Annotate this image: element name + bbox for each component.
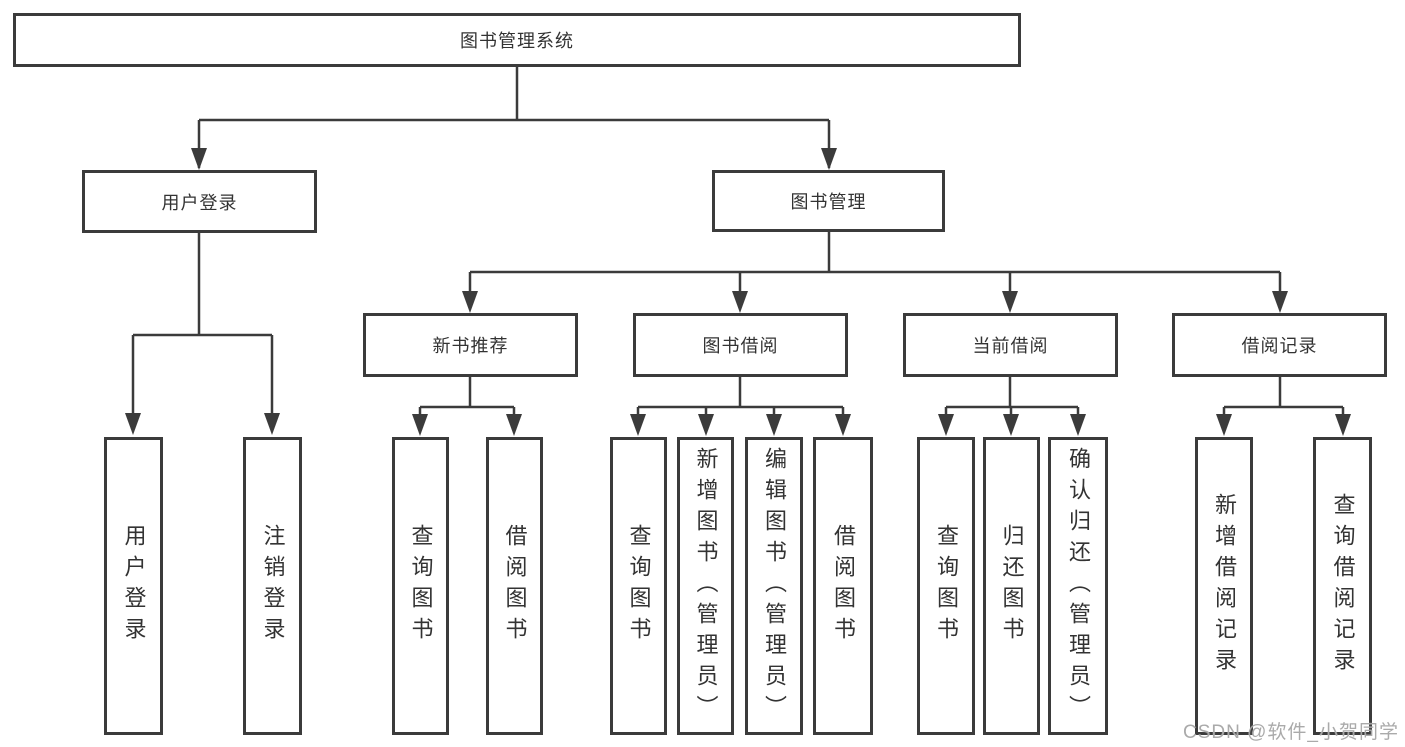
- leaf-query-books-borrow: 查询图书: [610, 437, 667, 735]
- arrow-down-icon: [766, 414, 782, 436]
- node-user-login-label: 用户登录: [161, 192, 238, 213]
- arrow-down-icon: [1070, 414, 1086, 436]
- leaf-add-borrow-record: 新增借阅记录: [1195, 437, 1253, 735]
- connector-root: [197, 67, 831, 168]
- arrow-down-icon: [821, 148, 837, 170]
- leaf-return-book-label: 归还图书: [999, 524, 1025, 648]
- arrow-down-icon: [835, 414, 851, 436]
- arrow-down-icon: [1272, 291, 1288, 313]
- leaf-user-login-label: 用户登录: [121, 524, 147, 648]
- arrow-down-icon: [191, 148, 207, 170]
- arrow-down-icon: [698, 414, 714, 436]
- node-new-book-recommend-label: 新书推荐: [432, 336, 509, 356]
- arrow-down-icon: [732, 291, 748, 313]
- arrow-down-icon: [462, 291, 478, 313]
- arrow-down-icon: [938, 414, 954, 436]
- arrow-down-icon: [506, 414, 522, 436]
- leaf-edit-book-admin-label: 编辑图书（管理员）: [762, 446, 787, 726]
- arrow-down-icon: [412, 414, 428, 436]
- leaf-query-books-borrow-label: 查询图书: [626, 524, 652, 648]
- leaf-return-book: 归还图书: [983, 437, 1040, 735]
- leaf-edit-book-admin: 编辑图书（管理员）: [745, 437, 803, 735]
- node-user-login: 用户登录: [82, 170, 317, 233]
- connector-current-borrow: [944, 377, 1080, 424]
- arrow-down-icon: [1003, 414, 1019, 436]
- leaf-confirm-return-admin-label: 确认归还（管理员）: [1066, 446, 1091, 726]
- node-current-borrow: 当前借阅: [903, 313, 1118, 377]
- leaf-logout: 注销登录: [243, 437, 302, 735]
- leaf-add-book-admin-label: 新增图书（管理员）: [693, 446, 719, 726]
- connector-borrow-records: [1222, 377, 1345, 424]
- leaf-query-books-current-label: 查询图书: [934, 524, 959, 648]
- leaf-borrow-books-recommend: 借阅图书: [486, 437, 543, 735]
- leaf-borrow-books-recommend-label: 借阅图书: [502, 524, 528, 648]
- leaf-query-borrow-record: 查询借阅记录: [1313, 437, 1372, 735]
- leaf-borrow-books-borrow: 借阅图书: [813, 437, 873, 735]
- arrow-down-icon: [1002, 291, 1018, 313]
- node-book-borrow: 图书借阅: [633, 313, 848, 377]
- leaf-query-books-current: 查询图书: [917, 437, 975, 735]
- connector-book-management: [468, 232, 1282, 301]
- node-borrow-records-label: 借阅记录: [1241, 336, 1318, 356]
- node-root: 图书管理系统: [13, 13, 1021, 67]
- leaf-query-books-recommend: 查询图书: [392, 437, 449, 735]
- arrow-down-icon: [630, 414, 646, 436]
- arrow-down-icon: [1335, 414, 1351, 436]
- csdn-watermark: CSDN @软件_小贺同学: [1183, 722, 1399, 743]
- node-root-label: 图书管理系统: [460, 31, 574, 51]
- connector-new-book-recommend: [418, 377, 516, 424]
- arrow-down-icon: [1216, 414, 1232, 436]
- leaf-user-login: 用户登录: [104, 437, 163, 735]
- node-borrow-records: 借阅记录: [1172, 313, 1387, 377]
- node-book-management: 图书管理: [712, 170, 945, 232]
- node-book-borrow-label: 图书借阅: [702, 336, 779, 356]
- node-new-book-recommend: 新书推荐: [363, 313, 578, 377]
- node-current-borrow-label: 当前借阅: [972, 336, 1049, 356]
- node-book-management-label: 图书管理: [790, 192, 867, 212]
- leaf-logout-label: 注销登录: [260, 524, 286, 648]
- leaf-confirm-return-admin: 确认归还（管理员）: [1048, 437, 1108, 735]
- leaf-add-borrow-record-label: 新增借阅记录: [1212, 493, 1237, 679]
- leaf-query-books-recommend-label: 查询图书: [408, 524, 434, 648]
- leaf-query-borrow-record-label: 查询借阅记录: [1330, 493, 1356, 679]
- leaf-add-book-admin: 新增图书（管理员）: [677, 437, 734, 735]
- arrow-down-icon: [125, 413, 141, 435]
- connector-user-login: [131, 233, 274, 423]
- leaf-borrow-books-borrow-label: 借阅图书: [831, 524, 856, 648]
- connector-book-borrow: [636, 377, 845, 424]
- arrow-down-icon: [264, 413, 280, 435]
